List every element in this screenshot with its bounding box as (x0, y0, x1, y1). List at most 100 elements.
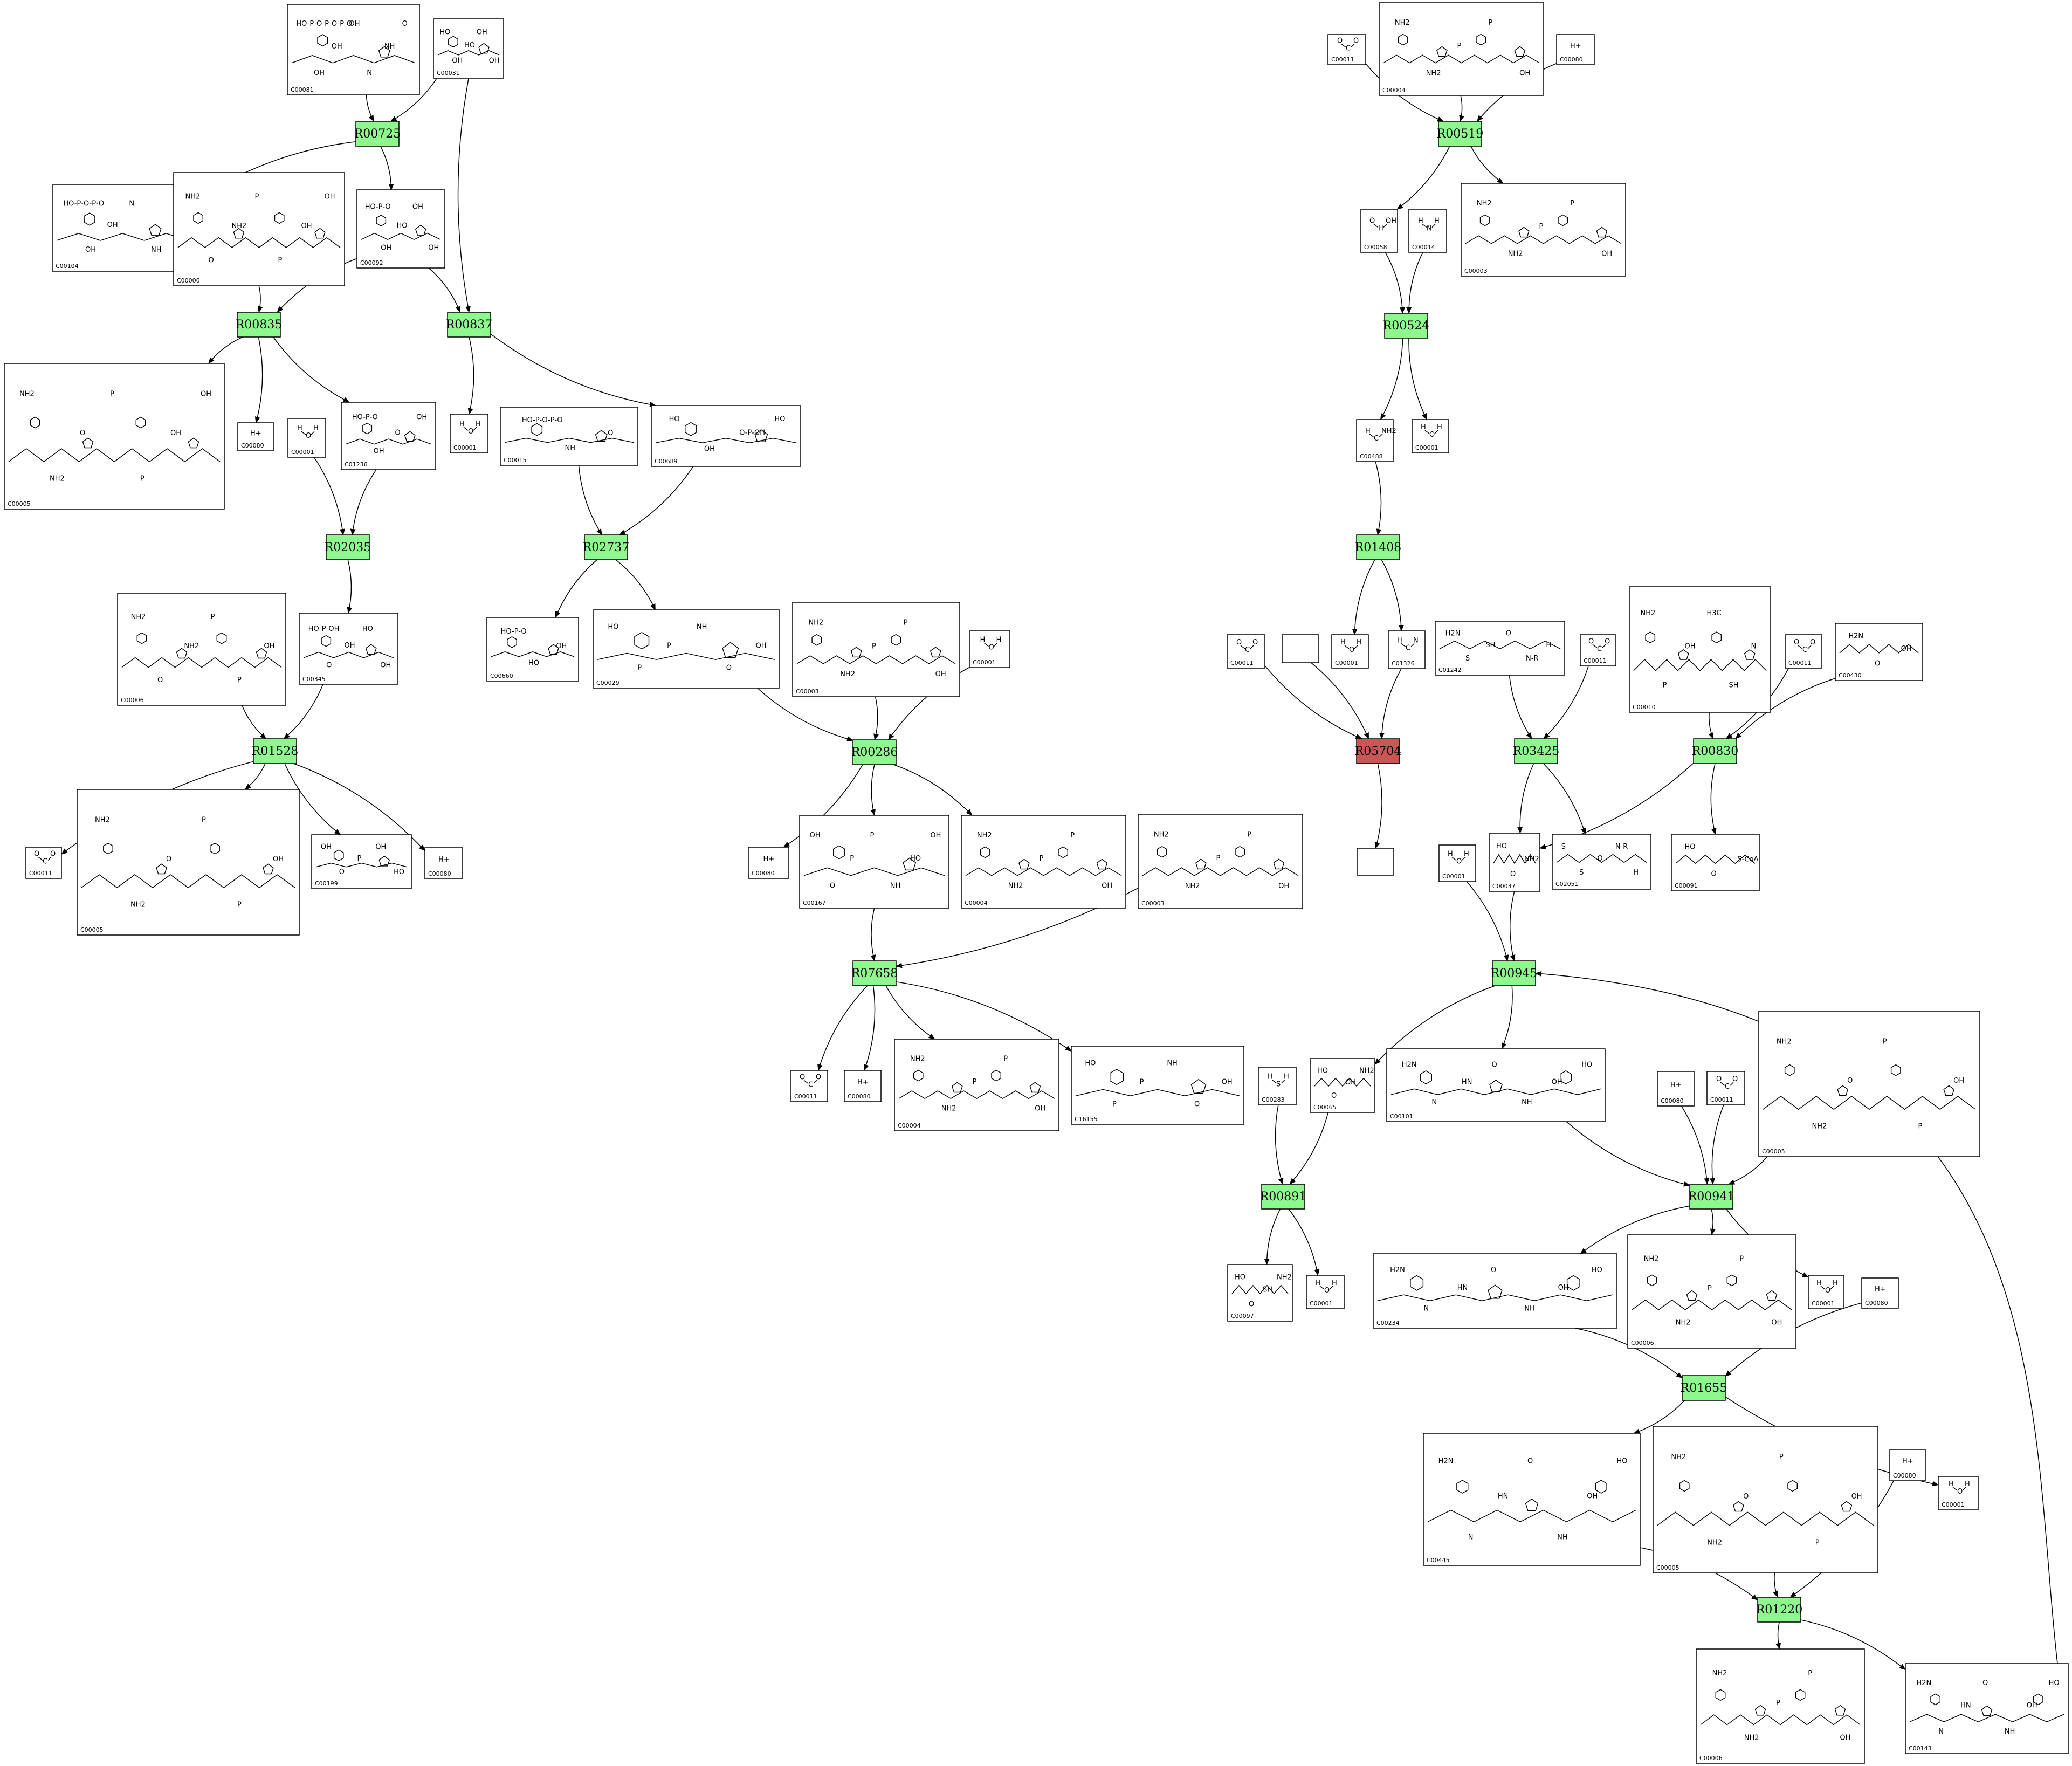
atom-label: H+ (1902, 1458, 1913, 1466)
reaction-node[interactable]: R00835 (236, 312, 283, 338)
atom-label: HO-P-O-P-O-P-O (296, 20, 352, 28)
atom-label: N-R (1615, 843, 1628, 851)
atom-label: OH (452, 57, 463, 65)
reaction-node[interactable]: R00941 (1688, 1184, 1735, 1210)
atom-label: H2N (1445, 629, 1461, 637)
compound-box[interactable] (1282, 634, 1319, 663)
reaction-node[interactable]: R00830 (1692, 738, 1739, 764)
reaction-node[interactable]: R02737 (583, 534, 630, 560)
ring (378, 855, 390, 867)
reaction-node[interactable]: R00945 (1491, 960, 1538, 986)
reaction-node[interactable]: R05704 (1355, 738, 1402, 764)
reaction-node[interactable]: R01528 (252, 738, 299, 764)
reaction-node[interactable]: R00891 (1260, 1184, 1307, 1210)
reaction-node[interactable]: R00524 (1383, 313, 1430, 339)
atom-label: NH2 (1185, 882, 1200, 890)
ring (991, 1069, 1002, 1082)
reaction-node[interactable]: R01220 (1756, 1597, 1803, 1623)
reaction-node[interactable]: R02035 (325, 534, 371, 560)
reaction-node[interactable]: R00286 (851, 739, 898, 765)
reaction-node[interactable]: R01655 (1681, 1375, 1727, 1401)
reaction-node[interactable]: R03425 (1513, 738, 1560, 764)
reaction-node[interactable]: R00519 (1437, 121, 1484, 147)
compound-id: C00011 (1788, 659, 1812, 666)
compound-frame (1461, 183, 1626, 277)
compound-box[interactable] (1357, 848, 1394, 876)
ring (1686, 1290, 1698, 1301)
reaction-node[interactable]: R01408 (1355, 534, 1402, 560)
reaction-node[interactable]: R07658 (851, 960, 898, 986)
reaction-node[interactable]: R00837 (446, 312, 493, 338)
reaction-node[interactable]: R00725 (354, 121, 401, 147)
